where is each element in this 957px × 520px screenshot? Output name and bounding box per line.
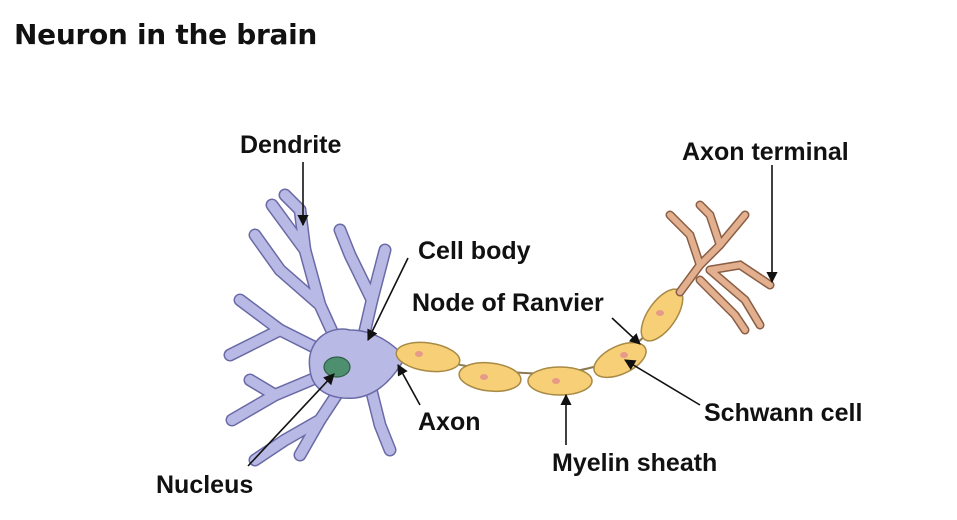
nucleus-label: Nucleus [156,471,253,499]
schwann-nucleus [552,378,560,384]
dendrite-label: Dendrite [240,131,342,159]
nucleus [323,356,351,378]
node-of-ranvier-label: Node of Ranvier [412,289,604,317]
schwann-nucleus [415,351,423,357]
schwann-nucleus [620,352,628,358]
schwann-cell-pointer [624,359,701,406]
nucleus-pointer [247,373,335,467]
myelin-segment [593,341,647,379]
node-of-ranvier-pointer [611,317,641,345]
page-title: Neuron in the brain [14,18,317,51]
pointer-lines [247,162,778,467]
myelin-segment [458,361,522,393]
schwann-cell-label: Schwann cell [704,399,862,427]
schwann-nuclei [415,310,664,384]
axon-terminals-fill [667,202,773,333]
axon-pointer [397,364,421,406]
schwann-nucleus [480,374,488,380]
axon-terminal-label: Axon terminal [682,138,849,166]
schwann-nucleus [656,310,664,316]
myelin-sheath-label: Myelin sheath [552,449,717,477]
axon-label: Axon [418,408,481,436]
myelin-segment [395,341,461,373]
cell-body-pointer [367,257,409,342]
cell-body-label: Cell body [418,237,531,265]
dendrite-fill [225,190,395,465]
cell-body [308,328,406,399]
